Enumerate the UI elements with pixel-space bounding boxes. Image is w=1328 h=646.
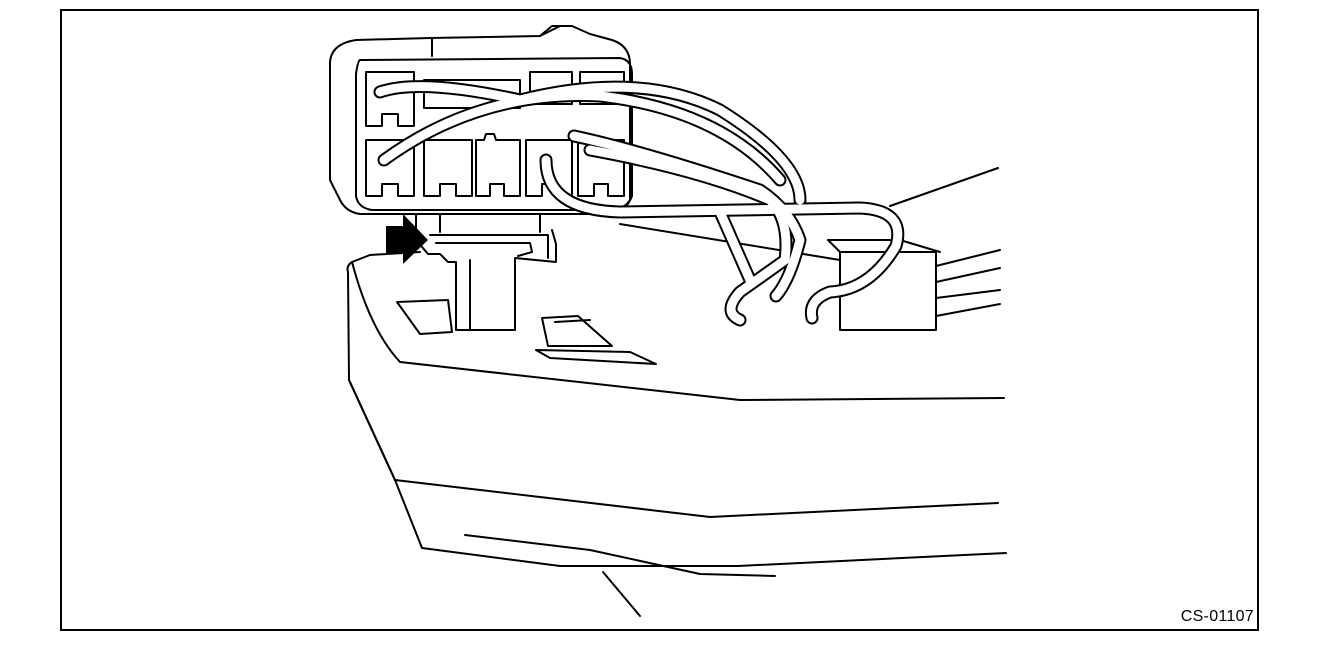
connector-housing xyxy=(329,25,633,215)
pointer-arrow-icon xyxy=(386,214,428,264)
secondary-connector xyxy=(619,167,1001,331)
lock-tab xyxy=(415,211,557,331)
figure-id-label: CS-01107 xyxy=(1180,608,1254,625)
mounting-base xyxy=(346,251,1007,617)
wire-harness xyxy=(373,80,905,327)
